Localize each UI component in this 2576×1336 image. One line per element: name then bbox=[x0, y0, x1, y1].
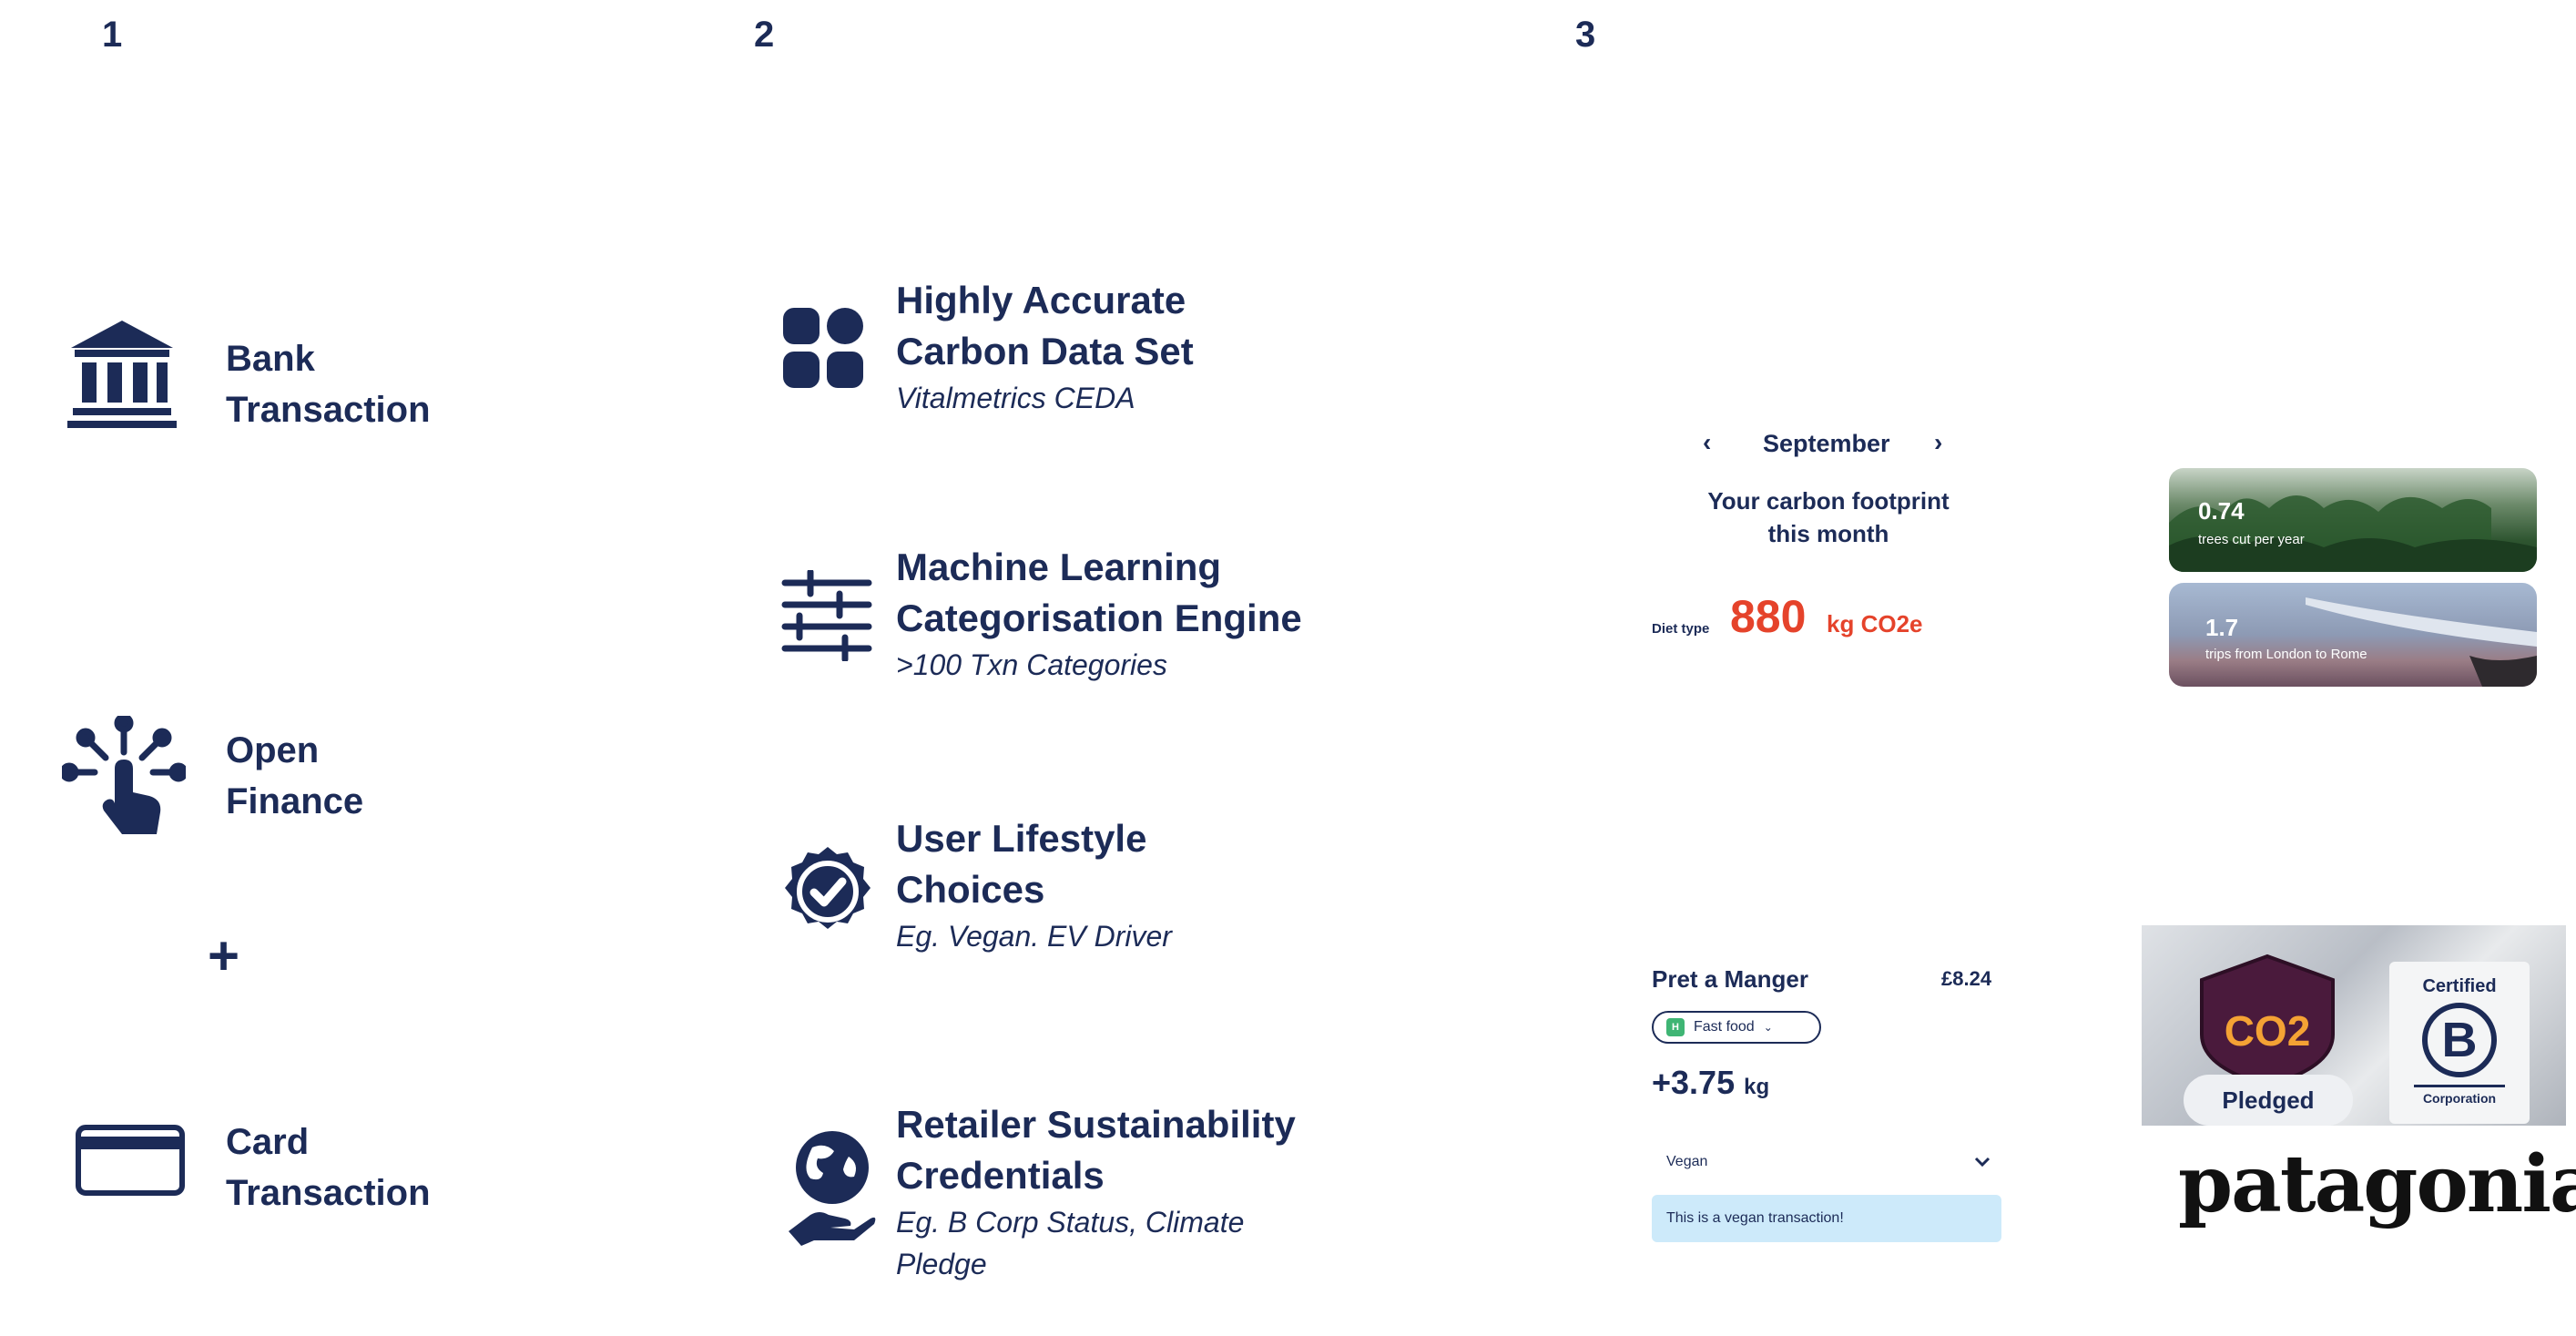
credit-card-icon bbox=[75, 1124, 186, 1197]
footprint-unit: kg CO2e bbox=[1827, 610, 1923, 637]
transaction-emission: +3.75 kg bbox=[1652, 1064, 1770, 1101]
column-number-2: 2 bbox=[754, 15, 775, 55]
chevron-down-icon: ⌄ bbox=[1763, 1021, 1773, 1034]
bcorp-certified-text: Certified bbox=[2422, 976, 2497, 996]
merchant-name: Pret a Manger bbox=[1652, 965, 1808, 993]
vegan-note: This is a vegan transaction! bbox=[1652, 1195, 2001, 1242]
bcorp-certified-logo: Certified B Corporation bbox=[2389, 962, 2530, 1124]
column-number-1: 1 bbox=[102, 15, 123, 55]
diet-select[interactable]: Vegan bbox=[1666, 1149, 1991, 1175]
footprint-value: 880 bbox=[1730, 591, 1807, 642]
column-number-3: 3 bbox=[1575, 15, 1596, 55]
transaction-price: £8.24 bbox=[1941, 967, 1992, 990]
category-label: Fast food bbox=[1694, 1019, 1755, 1035]
open-finance-icon bbox=[62, 716, 186, 840]
co2-pledge-badge: CO2 bbox=[2194, 953, 2340, 1089]
diet-type-label: Diet type bbox=[1652, 621, 1710, 637]
bcorp-letter: B bbox=[2422, 1003, 2497, 1077]
trips-value: 1.7 bbox=[2205, 614, 2239, 641]
diet-select-value: Vegan bbox=[1666, 1154, 1708, 1169]
verified-badge-icon bbox=[781, 845, 874, 938]
feature-subtitle: Vitalmetrics CEDA bbox=[896, 382, 1135, 414]
apps-grid-icon bbox=[781, 306, 865, 390]
globe-in-hand-icon bbox=[785, 1129, 876, 1248]
category-dropdown[interactable]: H Fast food ⌄ bbox=[1652, 1011, 1821, 1044]
patagonia-logo: patagonia® bbox=[2178, 1138, 2576, 1230]
co2-badge-text: CO2 bbox=[2225, 1007, 2311, 1055]
month-label: September bbox=[1763, 430, 1890, 457]
trees-caption: trees cut per year bbox=[2198, 532, 2305, 547]
plus-symbol: + bbox=[208, 925, 240, 986]
pledged-label: Pledged bbox=[2184, 1075, 2353, 1126]
trips-equivalent-card: 1.7 trips from London to Rome bbox=[2169, 583, 2537, 687]
fast-food-icon: H bbox=[1666, 1018, 1685, 1036]
previous-month-button[interactable]: ‹ bbox=[1703, 428, 1712, 456]
trees-value: 0.74 bbox=[2198, 497, 2245, 525]
sliders-icon bbox=[781, 570, 872, 661]
feature-subtitle: >100 Txn Categories bbox=[896, 648, 1167, 681]
chevron-down-icon bbox=[1974, 1157, 1991, 1168]
trips-caption: trips from London to Rome bbox=[2205, 647, 2367, 662]
trees-equivalent-card: 0.74 trees cut per year bbox=[2169, 468, 2537, 572]
next-month-button[interactable]: › bbox=[1934, 428, 1943, 456]
bank-icon bbox=[66, 319, 178, 432]
bcorp-corporation-text: Corporation bbox=[2422, 1091, 2497, 1106]
feature-subtitle: Eg. Vegan. EV Driver bbox=[896, 920, 1172, 953]
